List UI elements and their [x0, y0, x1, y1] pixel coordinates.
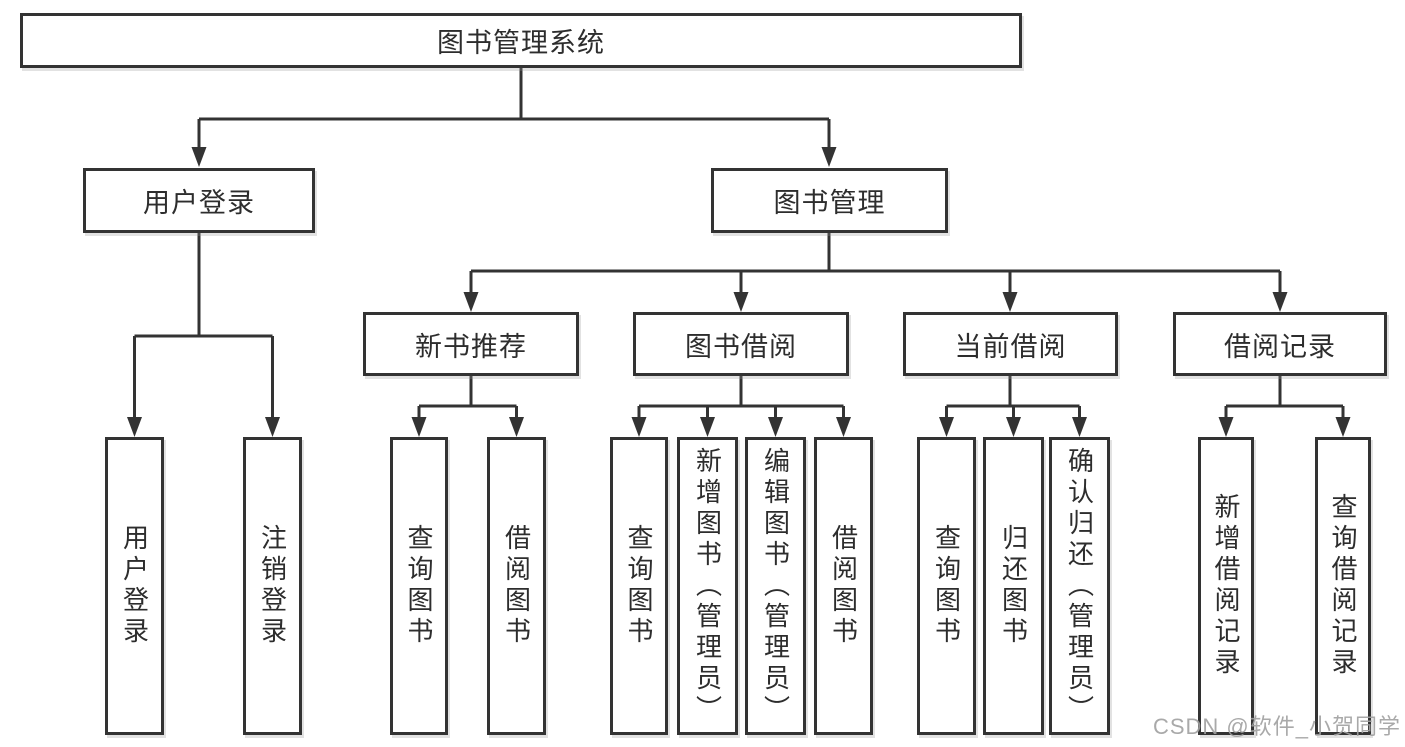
- arrow-down-icon: [509, 417, 524, 437]
- node-label: 注销登录: [257, 524, 288, 648]
- node-label: 图书管理: [773, 188, 886, 218]
- arrow-down-icon: [700, 417, 715, 437]
- arrow-down-icon: [836, 417, 851, 437]
- arrowheads: [127, 147, 1351, 437]
- node-edit-books-admin: 编辑图书（管理员）: [745, 437, 806, 735]
- node-label: 用户登录: [119, 524, 150, 648]
- node-current-borrowing: 当前借阅: [903, 312, 1118, 376]
- node-label: 新增图书（管理员）: [692, 446, 723, 726]
- arrow-down-icon: [1002, 292, 1018, 312]
- node-label: 确认归还（管理员）: [1064, 446, 1095, 726]
- node-query-books-recommend: 查询图书: [390, 437, 448, 735]
- node-borrow-books-recommend: 借阅图书: [487, 437, 546, 735]
- node-label: 查询图书: [931, 524, 962, 648]
- arrow-down-icon: [1272, 292, 1288, 312]
- arrow-down-icon: [1006, 417, 1021, 437]
- node-query-books-borrowing: 查询图书: [610, 437, 668, 735]
- arrow-down-icon: [733, 292, 749, 312]
- arrow-down-icon: [191, 147, 207, 167]
- connector-book-borrow-children: [637, 376, 845, 421]
- node-user-login: 用户登录: [105, 437, 164, 735]
- node-query-books-current: 查询图书: [917, 437, 976, 735]
- node-label: 编辑图书（管理员）: [760, 446, 791, 726]
- node-add-books-admin: 新增图书（管理员）: [677, 437, 738, 735]
- node-return-books: 归还图书: [983, 437, 1044, 735]
- node-label: 图书管理系统: [437, 28, 605, 58]
- node-label: 新增借阅记录: [1211, 493, 1241, 679]
- connector-new-book-children: [417, 376, 518, 421]
- arrow-down-icon: [1218, 417, 1234, 437]
- node-label: 借阅记录: [1224, 331, 1336, 362]
- node-label: 查询图书: [404, 524, 434, 648]
- arrow-down-icon: [1335, 417, 1351, 437]
- node-label: 当前借阅: [954, 331, 1067, 362]
- node-add-borrow-record: 新增借阅记录: [1198, 437, 1254, 735]
- node-label: 借阅图书: [828, 524, 859, 648]
- arrow-down-icon: [631, 417, 647, 437]
- node-branch-book-management: 图书管理: [711, 168, 948, 233]
- arrow-down-icon: [463, 292, 479, 312]
- node-label: 归还图书: [998, 524, 1029, 648]
- connector-borrow-records-children: [1224, 376, 1345, 421]
- node-label: 新书推荐: [415, 331, 527, 362]
- node-label: 查询借阅记录: [1328, 493, 1358, 679]
- connector-user-login-children: [133, 233, 274, 421]
- node-library-management-system: 图书管理系统: [20, 13, 1022, 68]
- node-label: 借阅图书: [501, 524, 532, 648]
- arrow-down-icon: [821, 147, 837, 167]
- connector-current-borrow-children: [945, 376, 1081, 421]
- node-borrowing-records: 借阅记录: [1173, 312, 1387, 376]
- arrow-down-icon: [939, 417, 954, 437]
- node-label: 查询图书: [624, 524, 654, 648]
- arrow-down-icon: [411, 417, 427, 437]
- node-label: 图书借阅: [685, 331, 797, 362]
- connector-book-mgmt-children: [469, 233, 1282, 296]
- node-book-borrowing: 图书借阅: [633, 312, 849, 376]
- connector-root-to-branches: [197, 68, 831, 151]
- watermark: CSDN @软件_小贺同学: [1152, 714, 1401, 739]
- arrow-down-icon: [265, 417, 280, 437]
- node-branch-user-login: 用户登录: [83, 168, 315, 233]
- arrow-down-icon: [127, 417, 142, 437]
- arrow-down-icon: [768, 417, 783, 437]
- arrow-down-icon: [1072, 417, 1087, 437]
- node-borrow-books: 借阅图书: [814, 437, 873, 735]
- node-new-book-recommend: 新书推荐: [363, 312, 579, 376]
- node-query-borrow-record: 查询借阅记录: [1315, 437, 1371, 735]
- node-confirm-return-admin: 确认归还（管理员）: [1049, 437, 1110, 735]
- node-label: 用户登录: [143, 188, 255, 218]
- node-logout: 注销登录: [243, 437, 302, 735]
